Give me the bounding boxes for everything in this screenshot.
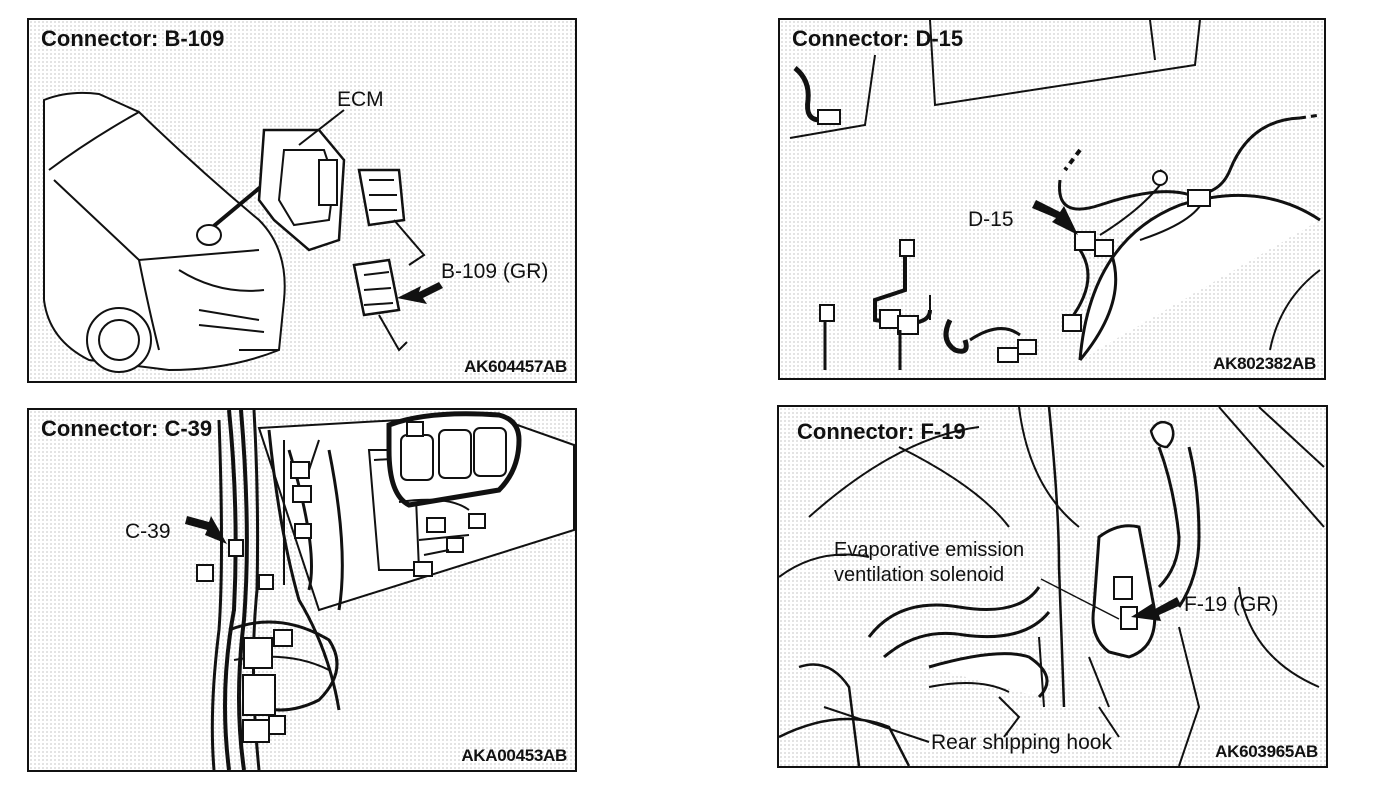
c39-connector-label: C-39 [125, 520, 171, 543]
panel-f19: Connector: F-19 Evaporative emission ven… [777, 405, 1328, 768]
rear-shipping-hook-label: Rear shipping hook [931, 731, 1112, 754]
panel-title: Connector: C-39 [41, 416, 213, 441]
pointer-arrow-icon [1131, 597, 1181, 621]
panel-title: Connector: D-15 [792, 26, 964, 51]
f19-connector-label: F-19 (GR) [1184, 593, 1279, 616]
ecm-label: ECM [337, 88, 384, 111]
panel-title: Connector: B-109 [41, 26, 225, 51]
panel-b109: Connector: B-109 ECM B-109 (GR) AK604457… [27, 18, 577, 383]
pointer-arrow-icon [397, 282, 443, 304]
panel-title: Connector: F-19 [797, 419, 966, 444]
c39-illustration [185, 410, 575, 770]
solenoid-label-line2: ventilation solenoid [834, 564, 1005, 586]
figure-code: AKA00453AB [461, 746, 567, 765]
figure-code: AK603965AB [1215, 742, 1318, 761]
d15-illustration [789, 20, 1321, 370]
b109-connector-label: B-109 (GR) [441, 260, 549, 283]
pointer-arrow-icon [1032, 200, 1078, 235]
pointer-arrow-icon [185, 516, 227, 544]
f19-illustration [779, 407, 1325, 766]
figure-code: AK802382AB [1213, 354, 1316, 373]
solenoid-label-line1: Evaporative emission [834, 539, 1025, 561]
figure-code: AK604457AB [464, 357, 567, 376]
panel-c39: Connector: C-39 C-39 AKA00453AB [27, 408, 577, 772]
panel-d15: Connector: D-15 D-15 AK802382AB [778, 18, 1326, 380]
d15-connector-label: D-15 [968, 208, 1014, 231]
b109-illustration [43, 91, 443, 373]
